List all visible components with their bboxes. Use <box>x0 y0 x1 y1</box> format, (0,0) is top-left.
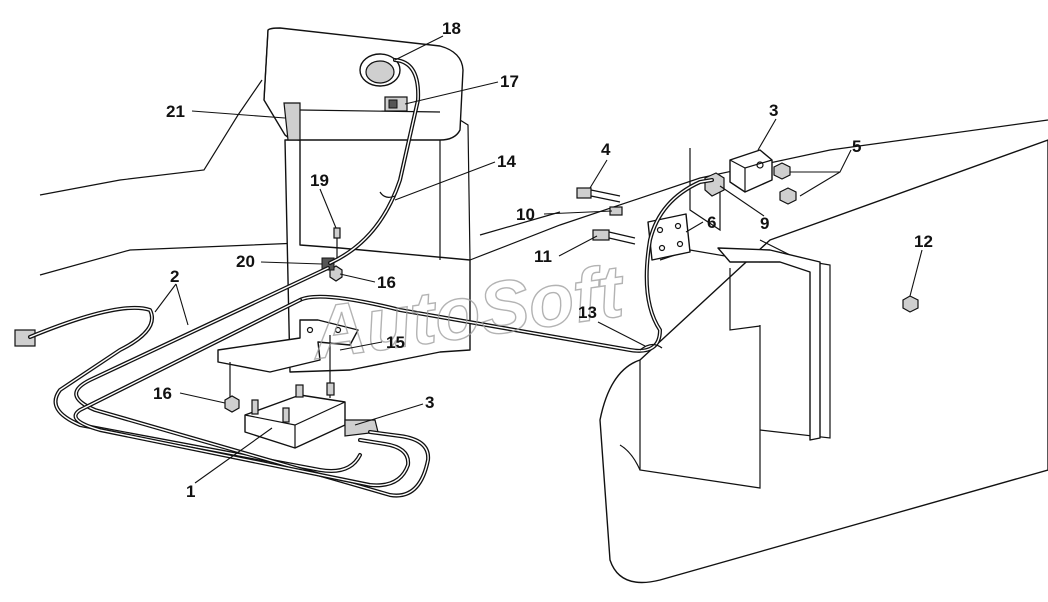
callout-9: 9 <box>760 214 769 233</box>
callout-2: 2 <box>170 267 179 286</box>
callout-10: 10 <box>516 205 535 224</box>
level-sensor-connector <box>384 96 408 112</box>
callout-19: 19 <box>310 171 329 190</box>
callout-20: 20 <box>236 252 255 271</box>
callout-18: 18 <box>442 19 461 38</box>
callout-6: 6 <box>707 213 716 232</box>
callout-15: 15 <box>386 333 405 352</box>
callout-3: 3 <box>425 393 434 412</box>
bolt <box>333 227 341 260</box>
callout-17: 17 <box>500 72 519 91</box>
union-fitting <box>704 172 725 197</box>
fluid-reservoir <box>263 27 464 141</box>
callout-12: 12 <box>914 232 933 251</box>
callouts: 18 17 21 14 19 20 16 2 15 16 1 3 13 3 4 … <box>153 19 933 501</box>
callout-13: 13 <box>578 303 597 322</box>
callout-1: 1 <box>186 482 195 501</box>
callout-4: 4 <box>601 140 611 159</box>
mounting-block <box>689 148 773 232</box>
callout-16: 16 <box>377 273 396 292</box>
hose-clip <box>379 191 663 351</box>
leader-lines <box>154 35 923 484</box>
hose-assembly <box>28 58 714 498</box>
callout-3: 3 <box>769 101 778 120</box>
reservoir-cap <box>359 53 401 87</box>
nut <box>773 162 797 205</box>
nut <box>902 295 919 313</box>
vehicle-body-outline <box>39 79 1048 276</box>
clamp-plate <box>647 213 691 261</box>
valve-block <box>244 382 379 449</box>
callout-21: 21 <box>166 102 185 121</box>
callout-14: 14 <box>497 152 516 171</box>
callout-11: 11 <box>534 247 552 266</box>
frame-rail <box>599 139 1048 584</box>
callout-16: 16 <box>153 384 172 403</box>
callout-5: 5 <box>852 137 861 156</box>
